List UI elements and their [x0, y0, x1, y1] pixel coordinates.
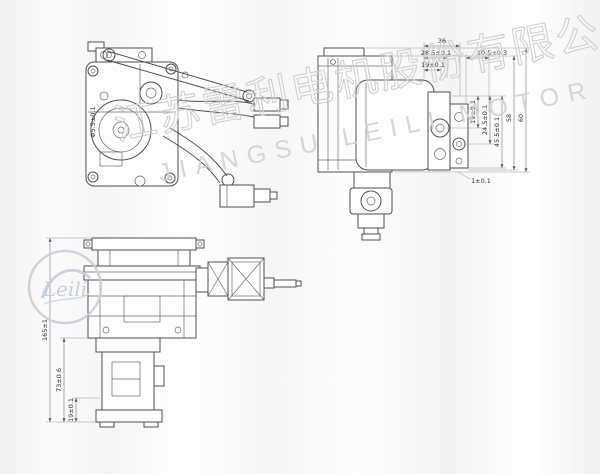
dim-label-10-5: 10.5±0.3 [477, 49, 507, 57]
front-lower-column [101, 351, 155, 411]
side-bottom-connector [349, 171, 393, 241]
dim-label-h58: 58 [505, 114, 513, 122]
side-bracket [449, 103, 469, 169]
side-view: 36 28.5±0.1 10.5±0.3 19±0.1 19±0.1 24.5±… [317, 37, 530, 241]
plan-top-bracket [95, 47, 153, 63]
plan-view: Φ5.5±0.1 [85, 41, 289, 208]
front-top-flange [91, 237, 197, 251]
dim-label-h19: 19±0.1 [469, 100, 477, 124]
connector-pin [273, 279, 297, 288]
front-view: 165±1 73±0.6 19±0.1 [41, 237, 302, 428]
dim-label-shaft-dia: Φ5.5±0.1 [89, 106, 97, 137]
motor-cylinder [355, 79, 435, 171]
dim-label-165: 165±1 [41, 319, 49, 341]
wire-harness-upper [177, 99, 255, 118]
lever-arm [102, 48, 256, 103]
front-mid-body [87, 279, 197, 339]
dim-label-19-top: 19±0.1 [421, 61, 445, 69]
output-gear [90, 99, 152, 161]
front-foot [95, 409, 163, 423]
connector-lower [219, 173, 278, 208]
front-connector-assembly [195, 257, 302, 301]
dim-label-36: 36 [438, 37, 446, 45]
dim-label-28-5: 28.5±0.1 [421, 49, 451, 57]
gear-housing [85, 61, 179, 187]
dim-label-h24-5: 24.5±0.1 [481, 105, 489, 135]
wire-harness-lower [162, 127, 228, 184]
dim-label-h45-5: 45.5±0.1 [493, 117, 501, 147]
dim-label-73: 73±0.6 [55, 368, 63, 392]
dim-label-h60: 60 [517, 114, 525, 122]
dim-label-19-foot: 19±0.1 [67, 398, 75, 422]
dim-label-gap1: 1±0.1 [471, 177, 491, 185]
connector-upper [253, 97, 289, 129]
